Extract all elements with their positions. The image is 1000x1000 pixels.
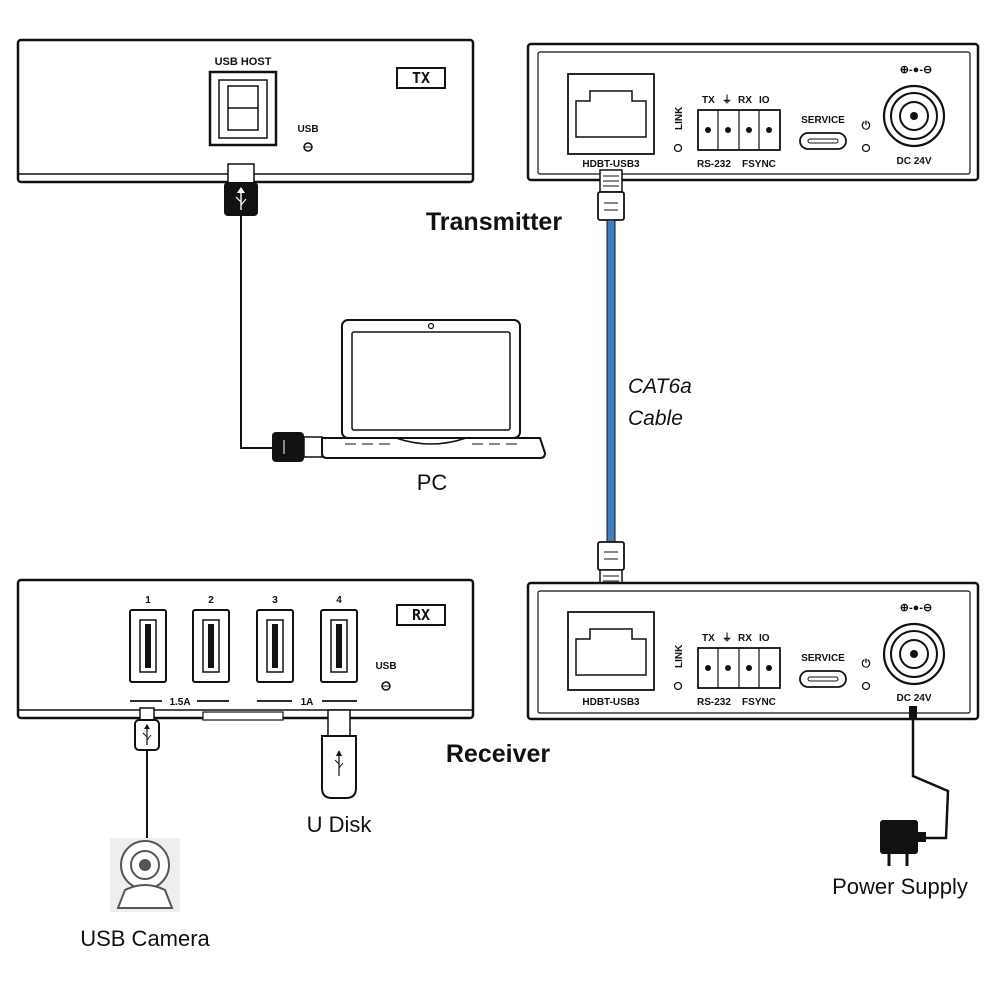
usb-trident-icon [235, 187, 247, 210]
tx-polarity-icon: ⊕-●-⊖ [900, 64, 932, 76]
cat6a-cable [597, 169, 625, 593]
hdbt-port[interactable] [567, 73, 655, 155]
tx-service-port[interactable] [799, 132, 847, 150]
rx-unit-front: RX 1 2 3 4 1. [16, 578, 475, 721]
laptop-icon [321, 319, 547, 459]
usb-trident-icon [142, 724, 152, 745]
rx-power-led [861, 681, 871, 691]
current-rating-left: 1.5A [169, 697, 190, 708]
rx-fsync-label: FSYNC [742, 697, 776, 708]
tx-io-label: IO [759, 95, 770, 106]
rx-link-label: LINK [674, 644, 685, 668]
receiver-rear-panel: HDBT-USB3 LINK TX ⏚ RX IO RS-232 FSYNC S… [526, 581, 980, 721]
usb-trident-icon [334, 750, 344, 776]
rx-usb-led-label: USB [375, 661, 396, 672]
usb-host-port[interactable] [208, 70, 278, 147]
usb-a-port-2[interactable] [192, 609, 230, 683]
current-rating-right: 1A [301, 697, 314, 708]
cable-label-line1: CAT6a [628, 375, 692, 398]
u-disk-icon [321, 709, 357, 799]
rx-terminal-block[interactable] [697, 647, 781, 689]
usb-host-label: USB HOST [215, 56, 272, 68]
usb-a-port-4[interactable] [320, 609, 358, 683]
rx-io-label: IO [759, 633, 770, 644]
rx-usb-led [381, 681, 391, 691]
tx-fsync-label: FSYNC [742, 159, 776, 170]
rx-service-port[interactable] [799, 670, 847, 688]
usb-a-port-1[interactable] [129, 609, 167, 683]
tx-dc-jack[interactable] [882, 84, 946, 148]
power-supply-label: Power Supply [832, 874, 968, 899]
tx-link-label: LINK [674, 106, 685, 130]
tx-dc-label: DC 24V [896, 156, 931, 167]
power-cable [909, 706, 950, 840]
transmitter-rear-panel: HDBT-USB3 LINK TX ⏚ RX IO RS-232 FSYNC S… [526, 42, 980, 182]
tx-badge: TX [396, 67, 446, 89]
tx-serial-tx-label: TX [702, 95, 715, 106]
port-number-4: 4 [336, 595, 342, 606]
usb-a-plug-pc [272, 432, 323, 462]
tx-terminal-block[interactable] [697, 109, 781, 151]
tx-power-led [861, 143, 871, 153]
receiver-heading: Receiver [446, 740, 551, 768]
rx-rs232-label: RS-232 [697, 697, 731, 708]
rx-link-led [673, 681, 683, 691]
rx-ground-symbol: ⏚ [722, 632, 732, 644]
tx-power-icon: ⏻ [862, 119, 871, 132]
tx-ground-symbol: ⏚ [722, 94, 732, 106]
rx-hdbt-label: HDBT-USB3 [582, 697, 640, 708]
tx-link-led [673, 143, 683, 153]
camera-usb-cable [134, 707, 160, 840]
pc-label: PC [417, 470, 448, 495]
port-number-1: 1 [145, 595, 151, 606]
tx-usb-led-label: USB [297, 124, 318, 135]
tx-serial-labels: TX ⏚ RX IO [702, 94, 770, 106]
rx-service-label: SERVICE [801, 653, 845, 664]
tx-usb-led [303, 142, 313, 152]
rx-serial-tx-label: TX [702, 633, 715, 644]
rx-serial-rx-label: RX [738, 633, 752, 644]
rx-badge-label: RX [412, 606, 430, 624]
transmitter-heading: Transmitter [426, 208, 562, 236]
tx-service-label: SERVICE [801, 115, 845, 126]
usb-b-cable [224, 163, 323, 462]
rx-badge: RX [396, 604, 446, 626]
cable-label-line2: Cable [628, 407, 683, 430]
tx-badge-label: TX [412, 69, 430, 87]
u-disk-label: U Disk [307, 812, 373, 837]
usb-camera-icon [110, 838, 180, 912]
port-number-2: 2 [208, 595, 214, 606]
rx-hdbt-port[interactable] [567, 611, 655, 691]
rx-power-icon: ⏻ [862, 657, 871, 670]
tx-hdbt-label: HDBT-USB3 [582, 159, 640, 170]
tx-rs232-label: RS-232 [697, 159, 731, 170]
rj45-plug-top [597, 169, 625, 221]
power-adapter-icon [880, 820, 926, 866]
rx-serial-labels: TX ⏚ RX IO [702, 632, 770, 644]
usb-a-port-3[interactable] [256, 609, 294, 683]
rx-dc-label: DC 24V [896, 693, 931, 704]
rx-polarity-icon: ⊕-●-⊖ [900, 602, 932, 614]
rx-dc-jack[interactable] [882, 622, 946, 686]
usb-camera-label: USB Camera [80, 926, 210, 951]
tx-serial-rx-label: RX [738, 95, 752, 106]
tx-unit-front: TX USB HOST USB [16, 38, 475, 184]
port-number-3: 3 [272, 595, 278, 606]
